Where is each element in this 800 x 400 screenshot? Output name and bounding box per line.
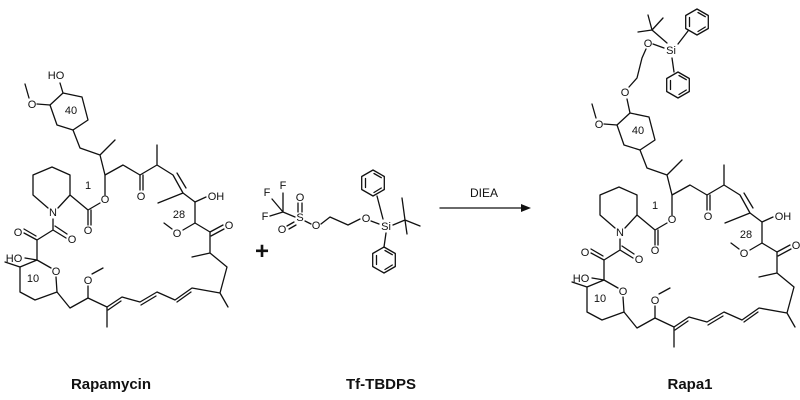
atom-label: O	[621, 87, 630, 99]
rapamycin-label: Rapamycin	[71, 376, 151, 393]
phenyl-ring	[666, 71, 690, 99]
reaction-arrow	[439, 204, 531, 212]
plus-sign: +	[255, 238, 269, 265]
rapamycin-structure: HO	[4, 70, 235, 328]
atom-label: Si	[381, 221, 391, 233]
atom-label: O	[362, 213, 371, 225]
atom-label: Si	[666, 45, 676, 57]
atom-label: F	[280, 180, 287, 192]
rapa1-structure: O O Si	[571, 8, 800, 348]
atom-label: F	[262, 211, 269, 223]
c40-hydroxyl-label: HO	[48, 70, 65, 82]
atom-label: O	[312, 220, 321, 232]
phenyl-ring	[685, 8, 709, 36]
atom-label: F	[264, 187, 271, 199]
phenyl-ring	[361, 169, 385, 197]
atom-label: O	[278, 224, 287, 236]
tf-tbdps-label: Tf-TBDPS	[346, 376, 416, 393]
atom-label: S	[296, 212, 303, 224]
rapa1-label: Rapa1	[667, 376, 712, 393]
phenyl-ring	[372, 246, 396, 274]
atom-label: O	[296, 192, 305, 204]
atom-label: O	[644, 38, 653, 50]
reagent-label: DIEA	[470, 186, 498, 200]
tf-tbdps-structure: F F F S O O O O Si	[262, 169, 421, 274]
